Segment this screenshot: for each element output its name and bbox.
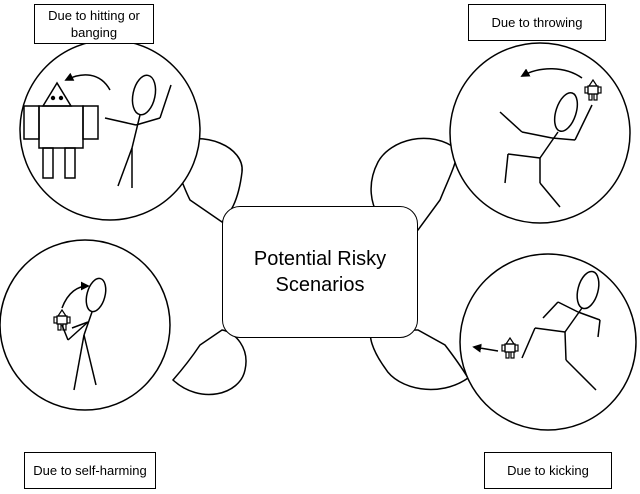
- person-head: [85, 277, 107, 313]
- connector-bottom-right: [369, 329, 469, 391]
- motion-arrow: [61, 281, 90, 309]
- label-kicking: Due to kicking: [484, 452, 612, 489]
- person-head: [131, 74, 157, 116]
- robot-right-leg: [64, 147, 76, 179]
- self-harming-scene: [53, 277, 107, 391]
- small-robot: [584, 78, 602, 101]
- kicking-scene: [472, 270, 601, 391]
- connector-bottom-left: [171, 329, 247, 396]
- center-node: Potential Risky Scenarios: [222, 206, 418, 338]
- label-kicking-text: Due to kicking: [507, 463, 589, 478]
- robot-left-leg: [42, 147, 54, 179]
- scenario-circle-kicking: [459, 253, 637, 431]
- label-self-harming: Due to self-harming: [24, 452, 156, 489]
- label-hitting: Due to hitting or banging: [34, 4, 154, 44]
- robot-right-arm: [82, 105, 99, 140]
- label-hitting-text: Due to hitting or banging: [48, 8, 140, 40]
- person-head: [553, 91, 579, 133]
- robot-left-arm: [23, 105, 40, 140]
- small-robot: [53, 308, 71, 331]
- label-throwing: Due to throwing: [468, 4, 606, 41]
- person-head: [576, 270, 600, 310]
- label-throwing-text: Due to throwing: [491, 15, 583, 30]
- hitting-scene: [23, 72, 172, 188]
- motion-arrow: [520, 68, 583, 79]
- small-robot: [501, 336, 519, 359]
- center-title: Potential Risky Scenarios: [253, 248, 387, 296]
- motion-arrow: [472, 343, 499, 353]
- throwing-scene: [499, 68, 602, 208]
- label-self-harming-text: Due to self-harming: [33, 463, 147, 478]
- scenario-circle-hitting: [19, 39, 201, 221]
- motion-arrow: [64, 72, 111, 91]
